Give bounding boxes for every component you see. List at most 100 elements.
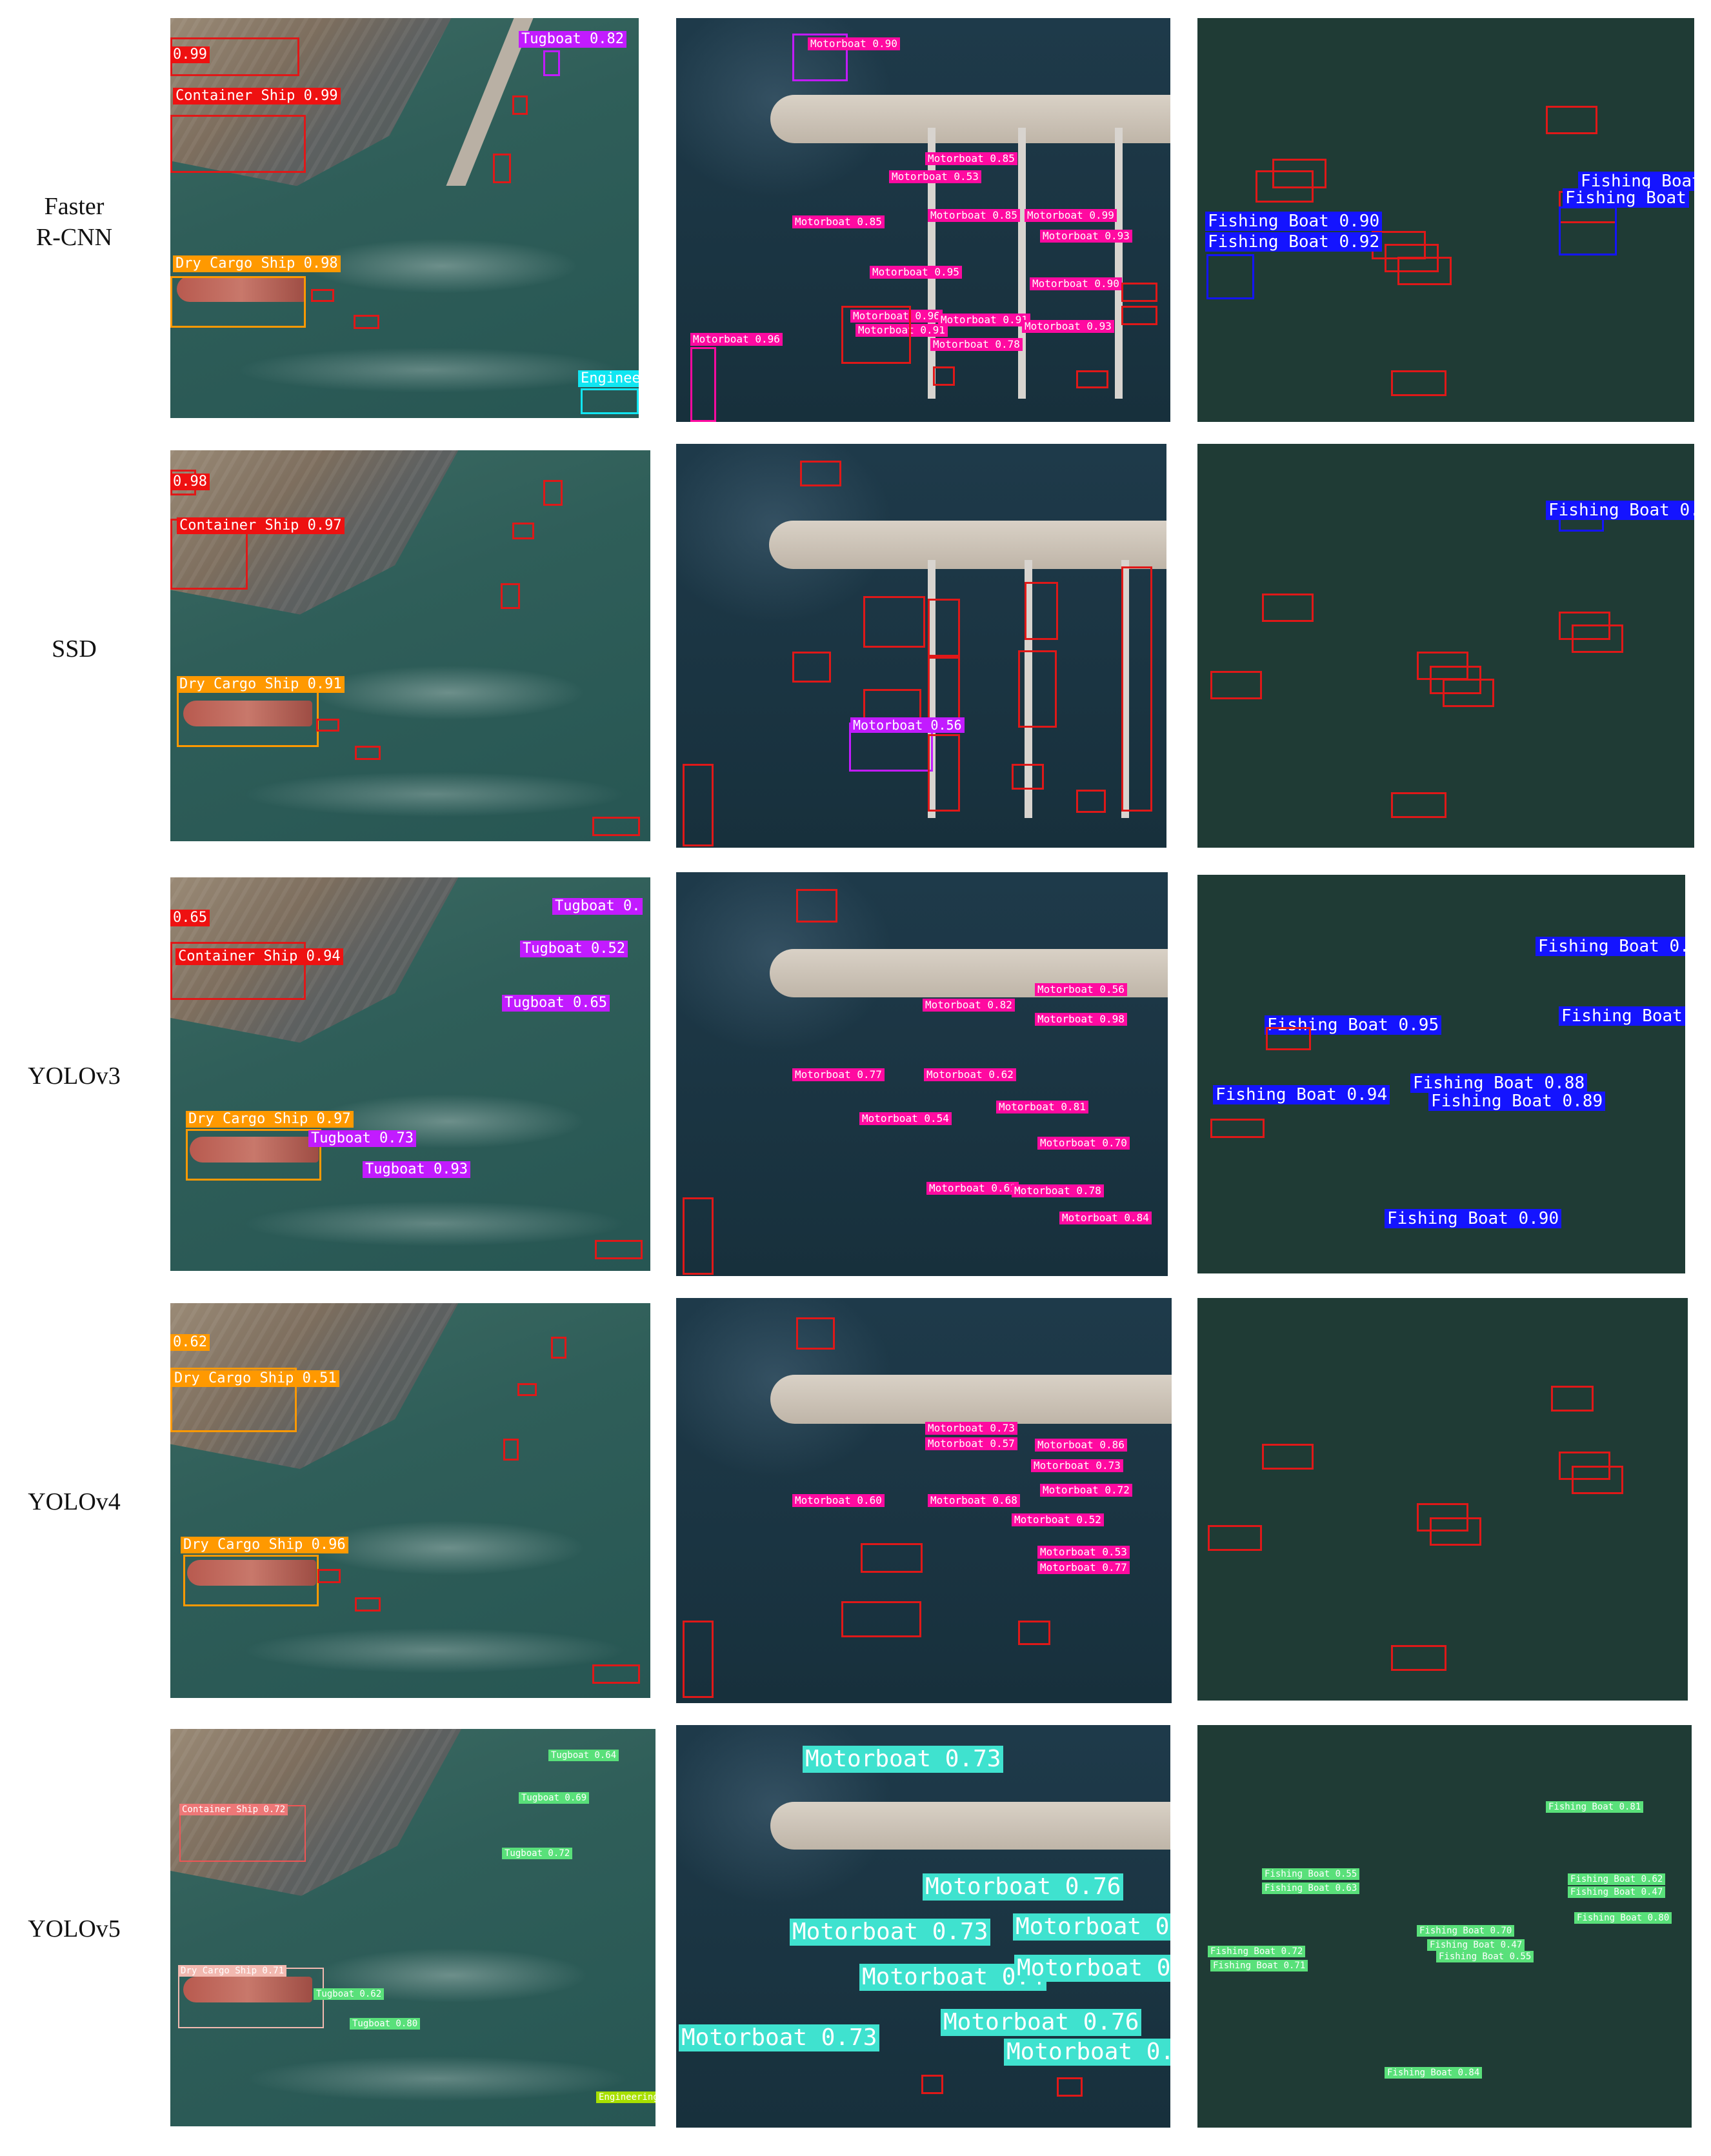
detection-box bbox=[1076, 370, 1108, 388]
detection-label: 0.98 bbox=[170, 474, 210, 490]
detection-box bbox=[1266, 1027, 1311, 1050]
detection-box bbox=[1018, 1621, 1050, 1645]
marina-image-yolov5: Motorboat 0.73 Motorboat 0.76 Motorboat … bbox=[676, 1725, 1170, 2128]
detection-box bbox=[1210, 1119, 1265, 1138]
dock bbox=[1115, 128, 1123, 399]
detection-label: 0.62 bbox=[170, 1334, 210, 1351]
detection-box bbox=[183, 1555, 319, 1606]
detection-label: Motorboat 0.54 bbox=[859, 1112, 952, 1125]
detection-box bbox=[1397, 257, 1452, 285]
detection-box bbox=[1210, 671, 1262, 699]
dock bbox=[1025, 560, 1032, 818]
detection-label: Motorboat 0.56 bbox=[1035, 983, 1127, 996]
detection-label: Fishing Boat 0.84 bbox=[1385, 2067, 1483, 2079]
detection-label: Motorboat 0.76 bbox=[923, 1873, 1124, 1901]
detection-label: Tugboat 0.80 bbox=[350, 2018, 421, 2030]
detection-label: Fishing Boat bbox=[1559, 1006, 1685, 1026]
detection-box bbox=[1076, 790, 1106, 813]
detection-label: Fishing Boat 0.90 bbox=[1205, 212, 1383, 231]
detection-label: Motorboat 0.78 bbox=[930, 338, 1023, 351]
detection-box bbox=[551, 1337, 566, 1359]
detection-box bbox=[796, 889, 837, 923]
detection-box bbox=[1121, 283, 1157, 302]
detection-box bbox=[1018, 650, 1057, 728]
detection-box bbox=[581, 388, 639, 414]
detection-label: Motorboat 0.52 bbox=[1012, 1513, 1104, 1526]
detection-box bbox=[1272, 159, 1326, 188]
detection-box bbox=[517, 1383, 537, 1396]
detection-label: Motorboat 0.73 bbox=[803, 1746, 1004, 1773]
detection-label: Motorboat 0.86 bbox=[1035, 1439, 1127, 1452]
dock bbox=[1018, 128, 1026, 399]
detection-box bbox=[355, 1597, 381, 1612]
detection-label: Dry Cargo Ship 0.98 bbox=[173, 255, 341, 272]
detection-box bbox=[1430, 1517, 1481, 1546]
detection-label: Motorboat 0.78 bbox=[1012, 1184, 1104, 1197]
detection-box bbox=[592, 817, 640, 836]
detection-label: Motorboat 0.82 bbox=[923, 999, 1015, 1012]
sea-image-yolov5: Fishing Boat 0.81 Fishing Boat 0.55 Fish… bbox=[1197, 1725, 1692, 2128]
detection-label: Fishing Boat bbox=[1563, 188, 1689, 208]
row-label-faster-rcnn: Faster R-CNN bbox=[0, 191, 148, 253]
detection-box bbox=[1262, 1444, 1314, 1470]
detection-box bbox=[1443, 679, 1494, 707]
detection-label: Motorboat 0.77 bbox=[1037, 1561, 1130, 1574]
detection-label: Motorboat 0.81 bbox=[996, 1101, 1088, 1113]
dry-cargo-ship bbox=[190, 1137, 319, 1163]
detection-label: Fishing Boat 0.47 bbox=[1427, 1939, 1525, 1951]
detection-label: Fishing Boat 0. bbox=[1546, 501, 1694, 520]
detection-box bbox=[933, 366, 955, 386]
detection-box bbox=[501, 583, 520, 609]
detection-box bbox=[1262, 594, 1314, 622]
detection-box bbox=[841, 1601, 921, 1637]
detection-label: Tugboat 0. bbox=[552, 898, 643, 915]
detection-box bbox=[1121, 566, 1152, 812]
detection-box bbox=[928, 734, 960, 812]
sea-image-yolov4 bbox=[1197, 1298, 1688, 1701]
detection-label: Fishing Boat 0.94 bbox=[1213, 1085, 1390, 1104]
detection-box bbox=[683, 1621, 714, 1698]
detection-label: Fishing Boat 0.95 bbox=[1265, 1015, 1442, 1035]
detection-box bbox=[512, 95, 528, 115]
detection-label: Fishing Boat 0.55 bbox=[1262, 1868, 1360, 1880]
detection-box bbox=[178, 1968, 324, 2028]
detection-box bbox=[921, 2075, 943, 2094]
detection-label: Motorboat 0.96 bbox=[690, 333, 783, 346]
detection-box bbox=[170, 942, 306, 1000]
detection-box bbox=[928, 599, 960, 657]
detection-box bbox=[863, 596, 925, 648]
detection-box bbox=[683, 764, 714, 846]
dry-cargo-ship bbox=[177, 276, 306, 302]
detection-box bbox=[1559, 206, 1617, 255]
detection-box bbox=[1206, 254, 1254, 299]
dock bbox=[928, 560, 936, 818]
row-label-yolov4: YOLOv4 bbox=[0, 1486, 148, 1517]
detection-label: Motorboat 0.84 bbox=[1059, 1212, 1152, 1224]
detection-label: Motorboat 0.91 bbox=[856, 324, 948, 337]
detection-box bbox=[861, 1543, 923, 1573]
detection-label: Motorboat 0.91 bbox=[938, 314, 1030, 326]
detection-label: Motorboat 0.93 bbox=[1022, 320, 1114, 333]
detection-label: Fishing Boat 0.72 bbox=[1208, 1946, 1306, 1957]
detection-label: Motorboat 0.93 bbox=[1040, 230, 1132, 243]
detection-box bbox=[1572, 1466, 1623, 1494]
detection-label: Motorboat 0.68 bbox=[1013, 1913, 1170, 1941]
row-label-line: Faster bbox=[44, 193, 105, 220]
detection-label: 0.99 bbox=[170, 46, 210, 63]
detection-box bbox=[543, 480, 563, 506]
detection-box bbox=[796, 1317, 835, 1350]
detection-box bbox=[317, 1569, 341, 1583]
detection-label: Motorboat 0.73 bbox=[925, 1422, 1017, 1435]
breakwater bbox=[770, 94, 1170, 144]
detection-label: Motorboat 0.77 bbox=[792, 1068, 885, 1081]
detection-label: Tugboat 0.69 bbox=[519, 1792, 590, 1804]
detection-box bbox=[543, 50, 560, 76]
detection-box bbox=[800, 461, 841, 486]
detection-box bbox=[170, 276, 306, 328]
detection-box bbox=[355, 746, 381, 760]
detection-label: Container Ship 0.94 bbox=[175, 948, 343, 965]
detection-label: Dry Cargo Ship 0.71 bbox=[178, 1965, 287, 1977]
marina-image-ssd: Motorboat 0.56 bbox=[676, 444, 1166, 848]
detection-label: Motorboat 0.90 bbox=[1030, 277, 1122, 290]
detection-box bbox=[1391, 792, 1446, 818]
